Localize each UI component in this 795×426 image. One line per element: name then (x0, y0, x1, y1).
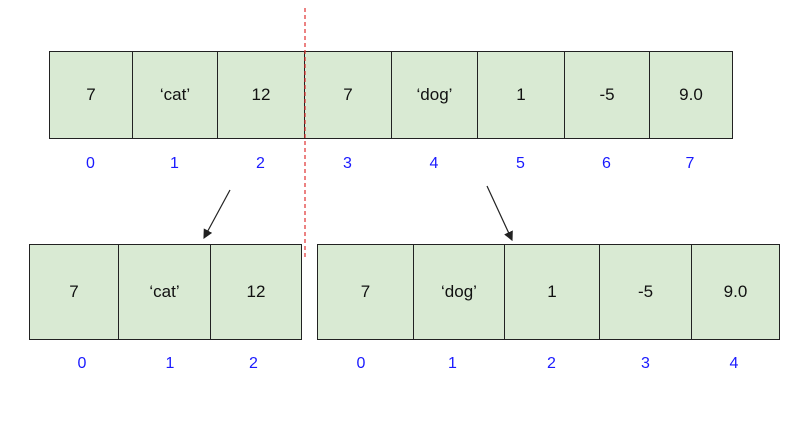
right-slice-index-1: 1 (448, 355, 457, 372)
right-slice-index-2: 2 (547, 355, 556, 372)
left-slice-index-0: 0 (77, 355, 87, 372)
left-slice-cell-1: ‘cat’ (119, 245, 211, 339)
original-cell-4: ‘dog’ (392, 52, 478, 138)
right-slice-cell-1: ‘dog’ (414, 245, 505, 339)
original-cell-1: ‘cat’ (133, 52, 218, 138)
right-slice-cell-3: -5 (600, 245, 692, 339)
right-slice-array: 7 ‘dog’ 1 -5 9.0 (317, 244, 780, 340)
original-cell-5: 1 (478, 52, 565, 138)
left-slice-cell-2: 12 (246, 282, 266, 301)
left-slice-cell-0: 7 (30, 245, 119, 339)
original-index-0: 0 (86, 155, 95, 172)
right-slice-index-4: 4 (729, 355, 739, 372)
original-cell-6: -5 (565, 52, 650, 138)
left-slice-index-row: 0 1 2 (29, 355, 302, 373)
original-index-1: 1 (170, 155, 179, 172)
original-index-2: 2 (256, 155, 265, 172)
original-index-5: 5 (516, 155, 525, 172)
original-cell-3: 7 (305, 52, 392, 138)
right-slice-index-3: 3 (641, 355, 650, 372)
original-index-7: 7 (685, 155, 695, 172)
original-index-4: 4 (429, 155, 439, 172)
original-cell-0: 7 (50, 52, 133, 138)
right-slice-index-0: 0 (356, 355, 366, 372)
original-array: 7 ‘cat’ 12 7 ‘dog’ 1 -5 9.0 (49, 51, 733, 139)
left-slice-array: 7 ‘cat’ 12 (29, 244, 302, 340)
left-split-arrow (203, 189, 231, 240)
right-slice-index-row: 0 1 2 3 4 (317, 355, 780, 373)
left-slice-index-1: 1 (165, 355, 175, 372)
right-split-arrow (486, 185, 513, 242)
left-slice-index-2: 2 (249, 355, 258, 372)
original-index-3: 3 (343, 155, 352, 172)
original-index-6: 6 (602, 155, 611, 172)
right-slice-cell-2: 1 (505, 245, 600, 339)
original-index-row: 0 1 2 3 4 5 6 7 (49, 155, 733, 173)
original-cell-7: 9.0 (679, 85, 703, 104)
right-slice-cell-4: 9.0 (723, 282, 748, 301)
right-slice-cell-0: 7 (318, 245, 414, 339)
